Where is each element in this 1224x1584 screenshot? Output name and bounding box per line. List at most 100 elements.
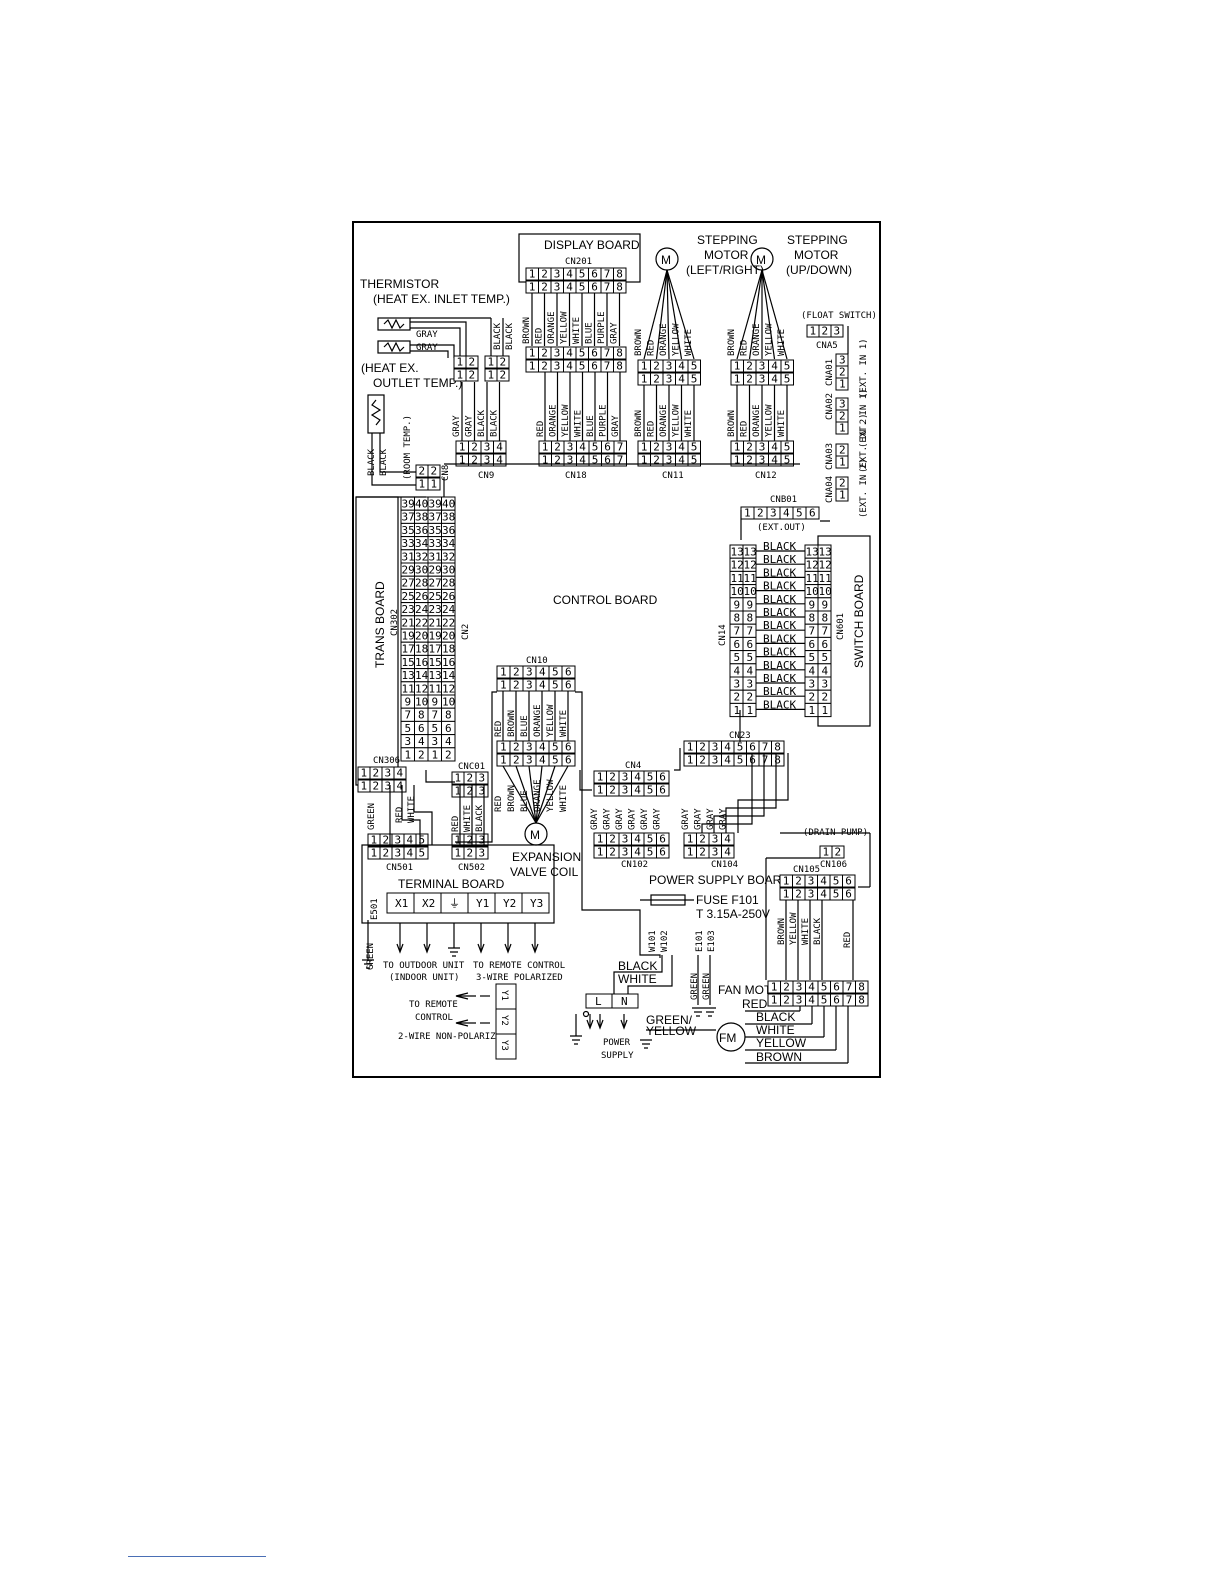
cn102-number: 6 (659, 833, 666, 846)
cn106-cell (831, 845, 845, 859)
step-ud-fan-wire-bot-0: BROWN (727, 410, 737, 437)
cn2-number: 3 (432, 735, 439, 748)
cn14-number: 10 (806, 585, 819, 598)
cn9-number: 1 (459, 454, 466, 467)
cn2-number: 37 (429, 511, 442, 524)
cn10-lower-number: 2 (513, 754, 520, 767)
room-wire-2: BLACK (379, 448, 389, 476)
display-lower-number: 1 (529, 347, 536, 360)
cn502-number: 3 (479, 834, 486, 847)
display-board-label: DISPLAY BOARD (544, 238, 640, 252)
cn501-number: 5 (419, 847, 426, 860)
cn14-number: 6 (822, 638, 829, 651)
step-lr-fan-wire-bot-0: BROWN (634, 410, 644, 437)
cn14-number: 5 (747, 651, 754, 664)
step-lr-fan-upper-number: 5 (691, 373, 698, 386)
cnb01-number: 2 (757, 507, 764, 520)
cnb01-number: 6 (809, 507, 816, 520)
cn2-cell (441, 747, 456, 762)
expansion-label-2: VALVE COIL (510, 865, 579, 879)
room-temp-label: (ROOM TEMP.) (403, 415, 413, 480)
step-ud-fan-lower-number: 3 (759, 454, 766, 467)
display-wire-5: BLUE (585, 322, 595, 344)
terminal-cell (521, 892, 550, 914)
cn105-number: 3 (808, 888, 815, 901)
therm-b-cell (496, 368, 510, 382)
ext-in2b-label: (EXT. IN 2) (859, 458, 869, 518)
fan-number: 4 (808, 994, 815, 1007)
cn2-number: 33 (429, 537, 442, 550)
cn201-number: 8 (616, 268, 623, 281)
cn4-wire-2: GRAY (615, 808, 625, 830)
cn8-top-number: 2 (419, 465, 426, 478)
display-wire-6: PURPLE (597, 311, 607, 344)
cn2-number: 6 (418, 722, 425, 735)
cn501-number: 1 (371, 847, 378, 860)
terminal-2: ⏚ (449, 897, 460, 910)
cn306-rw-0: RED (395, 807, 405, 823)
cn14-number: 13 (744, 546, 757, 559)
cn10-wire-lower-1: BROWN (507, 785, 517, 812)
step-ud-fan-wire-top-1: RED (740, 340, 750, 356)
cn9-number: 3 (484, 454, 491, 467)
cn102-cell (656, 832, 670, 846)
cn201-number: 6 (591, 281, 598, 294)
cn306-number: 4 (397, 780, 404, 793)
cn306-number: 4 (397, 767, 404, 780)
cn306-rw-1: WHITE (407, 796, 417, 823)
fan-number: 7 (846, 994, 853, 1007)
cn2-number: 35 (402, 524, 415, 537)
cn10-number: 1 (500, 679, 507, 692)
cn18-wire-0: RED (536, 421, 546, 437)
cn2-number: 33 (402, 537, 415, 550)
cn201-number: 4 (566, 281, 573, 294)
cn2-number: 31 (429, 550, 442, 563)
cn18-number: 7 (617, 441, 624, 454)
cn306-cell (393, 766, 407, 780)
step-ud-fan-upper-number: 2 (746, 373, 753, 386)
cn14-number: 13 (731, 546, 744, 559)
cn2-number: 17 (429, 643, 442, 656)
step-ud-fan-wire-top-4: WHITE (777, 329, 787, 356)
cn4-wire-4: GRAY (640, 808, 650, 830)
arrow (596, 1019, 604, 1030)
control-board-label: CONTROL BOARD (553, 593, 658, 607)
cn2-number: 14 (415, 669, 429, 682)
display-lower-number: 8 (616, 347, 623, 360)
cn201-number: 8 (616, 281, 623, 294)
cn4-number: 4 (634, 771, 641, 784)
plug-1: N (621, 995, 628, 1008)
cn2-number: 40 (442, 498, 455, 511)
cnc01-number: 2 (467, 785, 474, 798)
display-lower-number: 8 (616, 360, 623, 373)
cn10-lower-number: 2 (513, 741, 520, 754)
cnc01-cell (475, 771, 489, 785)
to-remote-2w-label-1: TO REMOTE (409, 1000, 458, 1010)
terminal-board-label: TERMINAL BOARD (398, 877, 505, 891)
cn10-lower-cell (561, 753, 576, 767)
cn2-number: 8 (418, 709, 425, 722)
cn10-wire-lower-4: YELLOW (546, 779, 556, 812)
cn102-cell (656, 845, 670, 859)
cn14-number: 2 (822, 691, 829, 704)
cn18-number: 4 (579, 441, 586, 454)
cn9-wire-2: BLACK (477, 409, 487, 437)
cn14-wire-8: BLACK (763, 646, 796, 659)
cn10-lower-number: 1 (500, 754, 507, 767)
cn105-number: 2 (795, 875, 802, 888)
therm-b-number: 1 (488, 356, 495, 369)
step-ud-fan-lower-number: 3 (759, 441, 766, 454)
cn18-number: 5 (592, 454, 599, 467)
cn10-number: 4 (539, 679, 546, 692)
cn2-number: 11 (402, 682, 415, 695)
cn18-number: 3 (567, 454, 574, 467)
cn104-wire-0: GRAY (681, 808, 691, 830)
step-ud-fan-upper-number: 1 (734, 373, 741, 386)
cn2-number: 21 (402, 616, 415, 629)
cn201-number: 1 (529, 281, 536, 294)
step-lr-fan-wire-top-1: RED (647, 340, 657, 356)
